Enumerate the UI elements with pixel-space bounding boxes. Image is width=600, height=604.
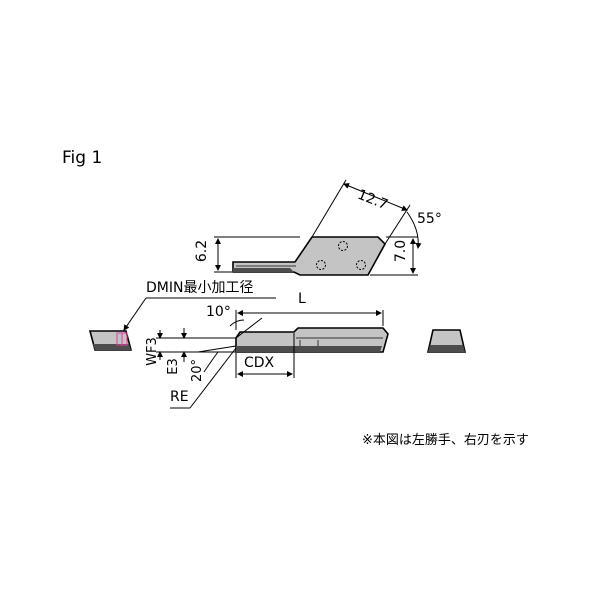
dimension-6-2-label: 6.2	[194, 239, 211, 263]
e3-label: E3	[165, 358, 181, 375]
dimension-L	[235, 310, 384, 330]
side-view-dark-band	[236, 346, 382, 352]
top-view-hole-lower-right	[356, 260, 366, 270]
insert-left-section	[88, 330, 133, 351]
angle-10	[229, 317, 263, 339]
wf3-label: WF3	[144, 337, 160, 366]
dimension-6-2	[214, 236, 300, 273]
angle-20-re	[170, 345, 237, 409]
insert-side-view	[235, 327, 389, 353]
angle-55-label: 55°	[417, 211, 442, 227]
top-view-hole-lower-left	[316, 260, 326, 270]
re-label: RE	[170, 389, 189, 405]
dimension-CDX	[235, 333, 295, 378]
dimension-7-0-label: 7.0	[393, 239, 410, 263]
length-label: L	[298, 291, 306, 307]
insert-right-section	[426, 329, 467, 353]
cdx-label: CDX	[244, 355, 275, 371]
dmin-label: DMIN最小加工径	[146, 280, 254, 296]
angle-10-label: 10°	[206, 304, 231, 320]
dimension-7-0	[370, 236, 418, 276]
dimension-WF3-E3	[156, 328, 236, 362]
dmin-leader	[123, 297, 276, 331]
handedness-note: ※本図は左勝手、右刃を示す	[362, 433, 529, 448]
dimension-12-7	[311, 179, 411, 245]
angle-20-label: 20°	[190, 358, 206, 383]
figure-title: Fig 1	[62, 148, 103, 168]
top-view-dark-face	[233, 268, 294, 272]
angle-55-arc	[406, 211, 422, 249]
insert-top-view	[232, 236, 386, 276]
top-view-hole-upper	[338, 241, 348, 251]
